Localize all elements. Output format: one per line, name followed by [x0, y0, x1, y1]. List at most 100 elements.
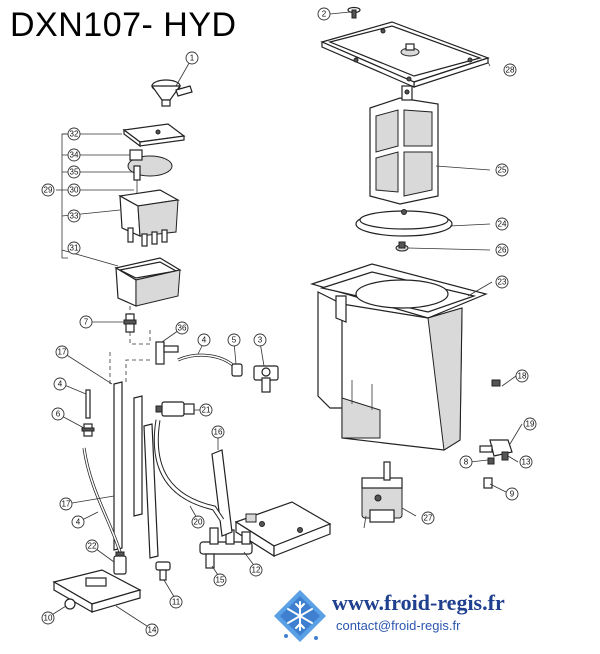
part-35-pin: [133, 165, 141, 181]
callout-6: 6: [51, 407, 65, 421]
callout-26: 26: [495, 243, 509, 257]
callout-20: 20: [191, 515, 205, 529]
callout-5: 5: [227, 333, 241, 347]
part-18-drain-hose: [491, 379, 509, 447]
callout-8: 8: [459, 455, 473, 469]
callout-25: 25: [495, 163, 509, 177]
callout-4-hose: 4: [71, 515, 85, 529]
svg-text:8: 8: [464, 458, 469, 467]
part-32-lid: [122, 123, 186, 148]
callout-16: 16: [211, 425, 225, 439]
svg-text:24: 24: [498, 220, 507, 229]
part-4-rod-left: [85, 389, 91, 419]
svg-text:14: 14: [148, 626, 157, 635]
svg-text:4: 4: [202, 336, 207, 345]
svg-text:20: 20: [194, 518, 203, 527]
svg-text:18: 18: [518, 372, 527, 381]
part-19-valve: [479, 439, 513, 461]
svg-text:1: 1: [190, 54, 195, 63]
part-23-water-tank: [309, 263, 488, 451]
part-12-bracket: [234, 501, 332, 558]
callout-9: 9: [505, 487, 519, 501]
brand-footer: www.froid-regis.fr contact@froid-regis.f…: [272, 588, 597, 650]
svg-text:30: 30: [70, 186, 79, 195]
callout-21: 21: [199, 403, 213, 417]
svg-text:9: 9: [510, 490, 515, 499]
part-14-base-plate: [52, 569, 142, 614]
svg-text:10: 10: [44, 614, 53, 623]
part-10-ring: [64, 598, 76, 610]
svg-text:28: 28: [506, 66, 515, 75]
part-4-long-hose: [82, 447, 122, 553]
svg-text:34: 34: [70, 151, 79, 160]
svg-text:13: 13: [522, 458, 531, 467]
svg-text:25: 25: [498, 166, 507, 175]
callout-27: 27: [421, 511, 435, 525]
part-31-tray-box: [114, 257, 182, 307]
part-24-drip-tray: [355, 209, 453, 237]
svg-text:3: 3: [258, 336, 263, 345]
part-16-pipe: [211, 449, 233, 537]
callout-36: 36: [175, 321, 189, 335]
part-5-connector: [231, 363, 243, 377]
callout-7: 7: [79, 315, 93, 329]
svg-text:2: 2: [322, 10, 327, 19]
part-7-fitting: [123, 313, 137, 333]
callout-10: 10: [41, 611, 55, 625]
callout-17-top: 17: [55, 345, 69, 359]
svg-text:33: 33: [70, 212, 79, 221]
callout-19: 19: [523, 417, 537, 431]
svg-text:4: 4: [58, 380, 63, 389]
callout-35: 35: [67, 165, 81, 179]
part-20-hose: [153, 419, 225, 522]
svg-text:19: 19: [526, 420, 535, 429]
callout-34: 34: [67, 148, 81, 162]
callout-23: 23: [495, 275, 509, 289]
svg-text:7: 7: [84, 318, 89, 327]
callout-22: 22: [85, 539, 99, 553]
callout-4-rod: 4: [53, 377, 67, 391]
callout-24: 24: [495, 217, 509, 231]
part-25-evaporator-plate: [369, 85, 439, 205]
svg-text:11: 11: [172, 598, 181, 607]
svg-text:32: 32: [70, 130, 79, 139]
svg-text:6: 6: [56, 410, 61, 419]
svg-text:15: 15: [216, 576, 225, 585]
part-26-grommet: [395, 241, 409, 252]
svg-text:22: 22: [88, 542, 97, 551]
svg-text:27: 27: [424, 514, 433, 523]
part-22-valve: [113, 551, 127, 575]
callout-11: 11: [169, 595, 183, 609]
svg-text:5: 5: [232, 336, 237, 345]
svg-text:23: 23: [498, 278, 507, 287]
svg-text:12: 12: [252, 566, 261, 575]
svg-text:29: 29: [44, 186, 53, 195]
callout-17-bottom: 17: [59, 497, 73, 511]
part-21-solenoid: [155, 401, 195, 417]
svg-text:31: 31: [70, 244, 79, 253]
callout-14: 14: [145, 623, 159, 637]
part-3-valve: [253, 365, 279, 393]
part-2-screw: [347, 6, 361, 19]
svg-text:4: 4: [76, 518, 81, 527]
callout-3: 3: [253, 333, 267, 347]
callout-1: 1: [185, 51, 199, 65]
snowflake-logo-icon: [274, 590, 326, 642]
part-28-top-cover: [320, 21, 490, 88]
part-11-fitting: [155, 561, 171, 581]
svg-text:21: 21: [202, 406, 211, 415]
callout-18: 18: [515, 369, 529, 383]
callout-30: 30: [67, 183, 81, 197]
callout-15: 15: [213, 573, 227, 587]
part-9-fitting: [483, 477, 493, 489]
part-4-tube-top: [177, 353, 235, 368]
callout-32: 32: [67, 127, 81, 141]
callout-13: 13: [519, 455, 533, 469]
brand-website: www.froid-regis.fr: [332, 590, 505, 615]
svg-text:17: 17: [62, 500, 71, 509]
callout-29: 29: [41, 183, 55, 197]
part-27-pump-motor: [361, 461, 403, 529]
svg-text:17: 17: [58, 348, 67, 357]
callout-28: 28: [503, 63, 517, 77]
